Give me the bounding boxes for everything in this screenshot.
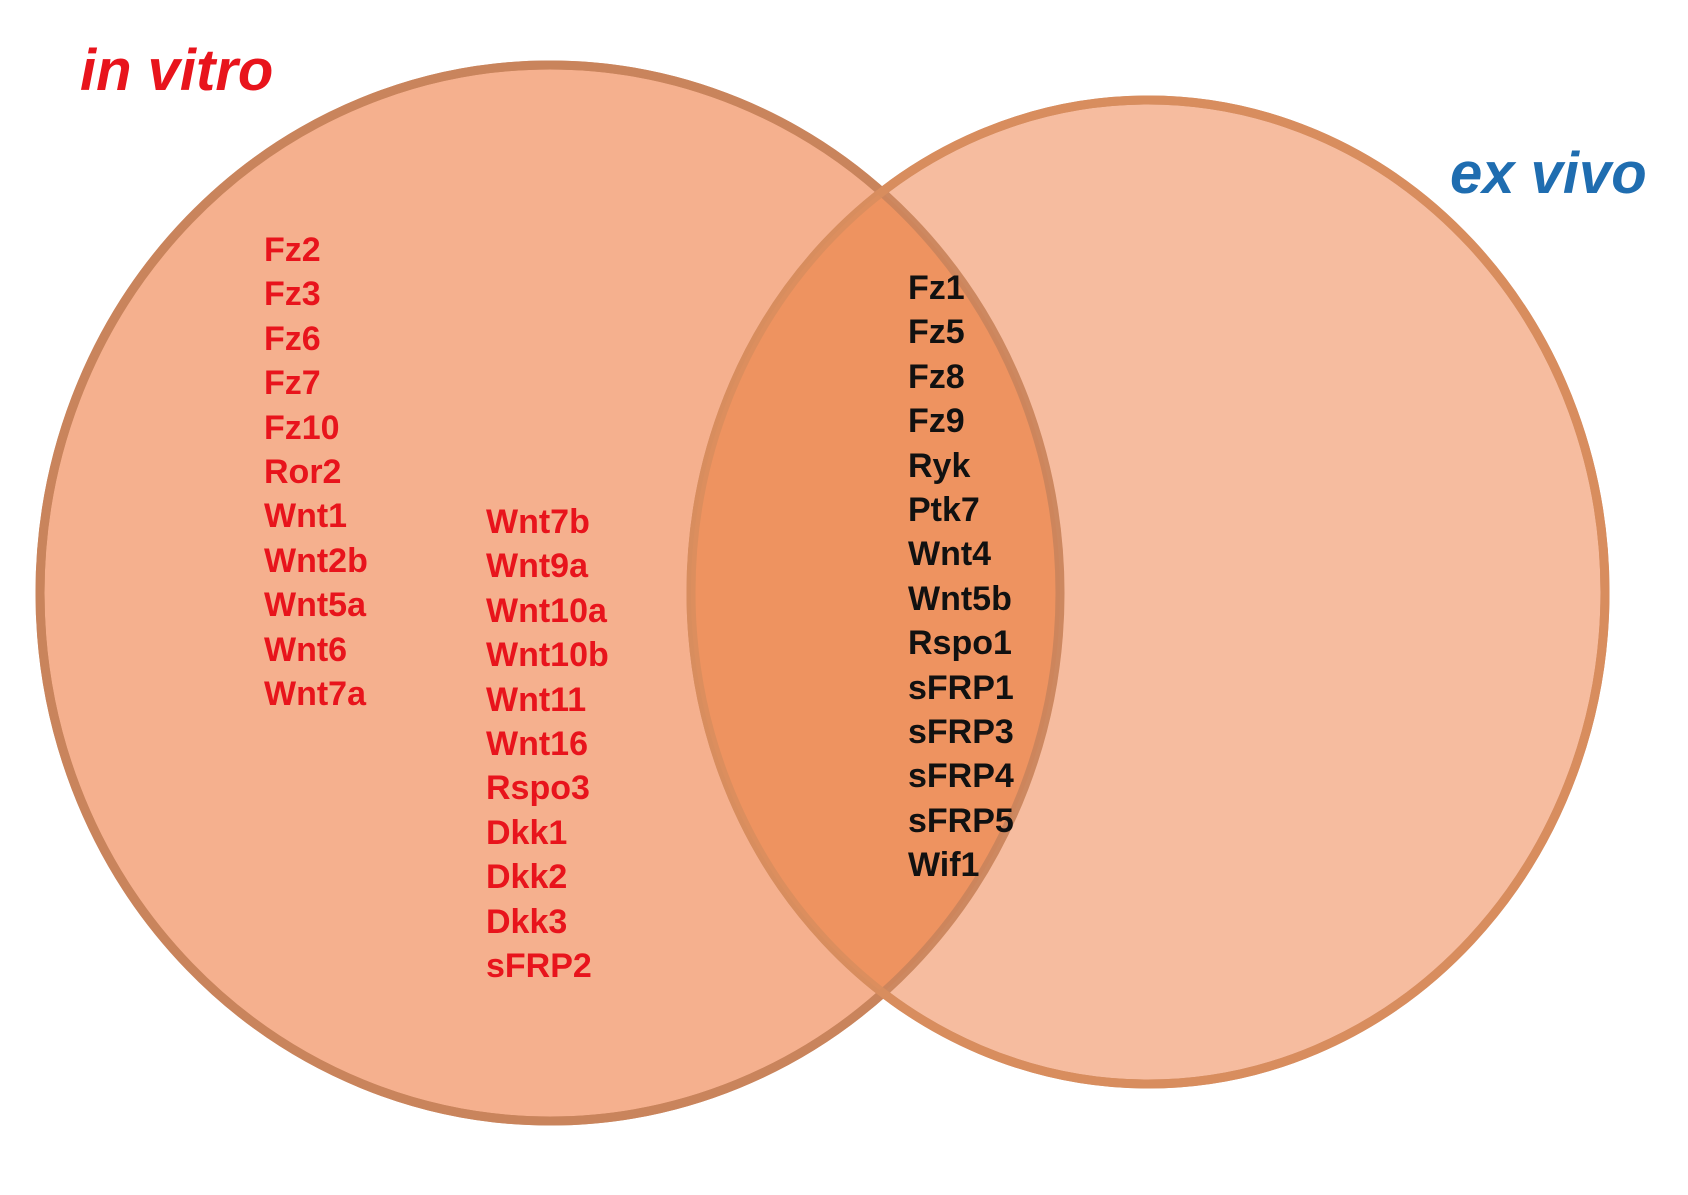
gene-label: Wnt16 xyxy=(486,724,588,763)
gene-label: Wnt11 xyxy=(486,680,587,719)
gene-label: sFRP3 xyxy=(908,712,1014,751)
gene-label: Fz6 xyxy=(264,319,321,358)
gene-label: Wnt1 xyxy=(264,497,348,536)
gene-label: Wnt10a xyxy=(486,591,607,630)
gene-label: Ror2 xyxy=(264,452,342,491)
gene-label: Wnt6 xyxy=(264,630,348,669)
gene-label: Fz2 xyxy=(264,231,321,269)
gene-label: Ptk7 xyxy=(908,490,980,529)
gene-label: Wnt2b xyxy=(264,541,368,580)
gene-label: Dkk2 xyxy=(486,858,568,897)
in-vitro-gene-list-2: Wnt7b Wnt9a Wnt10a Wnt10b Wnt11 Wnt16 Rs… xyxy=(486,500,609,988)
gene-label: sFRP2 xyxy=(486,946,592,985)
gene-label: Dkk3 xyxy=(486,902,568,941)
gene-label: Dkk1 xyxy=(486,813,568,852)
gene-label: Wnt9a xyxy=(486,547,588,586)
gene-label: Wnt5a xyxy=(264,586,366,625)
gene-label: Rspo3 xyxy=(486,769,590,808)
gene-label: Wnt4 xyxy=(908,535,992,574)
gene-label: sFRP5 xyxy=(908,801,1014,840)
gene-label: Fz7 xyxy=(264,364,321,403)
gene-label: Ryk xyxy=(908,446,971,485)
ex-vivo-outline xyxy=(686,95,1610,1089)
in-vitro-outline xyxy=(35,60,1065,1126)
gene-label: Fz10 xyxy=(264,408,340,447)
ex-vivo-label: ex vivo xyxy=(1450,141,1647,206)
gene-label: Fz3 xyxy=(264,275,321,314)
gene-label: Wnt7b xyxy=(486,503,590,541)
gene-label: Fz8 xyxy=(908,357,965,396)
in-vitro-label: in vitro xyxy=(80,38,274,103)
gene-label: Fz9 xyxy=(908,402,965,441)
shared-gene-list: Fz1 Fz5 Fz8 Fz9 Ryk Ptk7 Wnt4 Wnt5b Rspo… xyxy=(908,266,1014,887)
gene-label: Wnt5b xyxy=(908,579,1012,618)
gene-label: Fz5 xyxy=(908,313,965,352)
gene-label: Rspo1 xyxy=(908,624,1012,663)
overlap-region xyxy=(691,100,1060,1084)
gene-label: sFRP4 xyxy=(908,757,1014,796)
gene-label: Wnt10b xyxy=(486,636,609,675)
in-vitro-gene-list-1: Fz2 Fz3 Fz6 Fz7 Fz10 Ror2 Wnt1 Wnt2b Wnt… xyxy=(264,228,368,716)
gene-label: Wnt7a xyxy=(264,674,366,713)
gene-label: Wif1 xyxy=(908,846,980,885)
gene-label: Fz1 xyxy=(908,269,965,307)
gene-label: sFRP1 xyxy=(908,668,1014,707)
